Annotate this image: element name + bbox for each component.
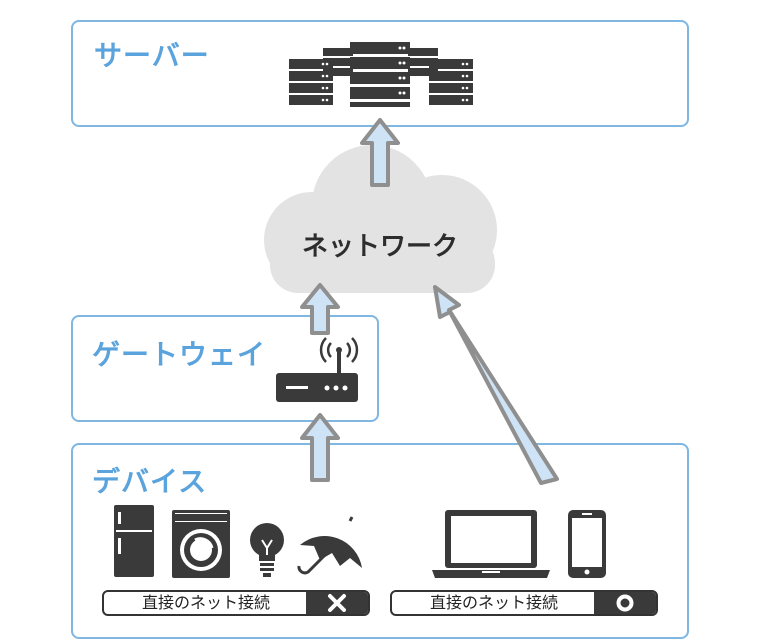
umbrella-icon <box>297 516 362 575</box>
washing-machine-icon <box>172 510 230 578</box>
arrow-network-to-server <box>360 118 400 187</box>
device-title: デバイス <box>92 465 208 498</box>
arrow-device-to-gateway <box>300 413 340 482</box>
circle-mark-icon <box>594 592 656 614</box>
badge-label: 直接のネット接続 <box>141 593 270 612</box>
network-label: ネットワーク <box>302 232 459 262</box>
badge-label: 直接のネット接続 <box>429 593 558 612</box>
wifi-router-icon <box>276 337 359 402</box>
direct-connection-badge-yes: 直接のネット接続 <box>390 590 658 616</box>
server-title: サーバー <box>94 39 210 72</box>
cross-mark-icon <box>306 592 368 614</box>
laptop-icon <box>432 510 550 578</box>
server-rack-icon <box>289 42 473 107</box>
smartphone-icon <box>568 510 606 578</box>
light-bulb-icon <box>250 523 284 577</box>
arrow-mobile-to-network <box>433 285 559 485</box>
network-cloud <box>264 145 497 293</box>
arrow-gateway-to-network <box>300 283 340 335</box>
refrigerator-icon <box>114 505 154 577</box>
direct-connection-badge-no: 直接のネット接続 <box>102 590 370 616</box>
gateway-title: ゲートウェイ <box>92 338 267 371</box>
